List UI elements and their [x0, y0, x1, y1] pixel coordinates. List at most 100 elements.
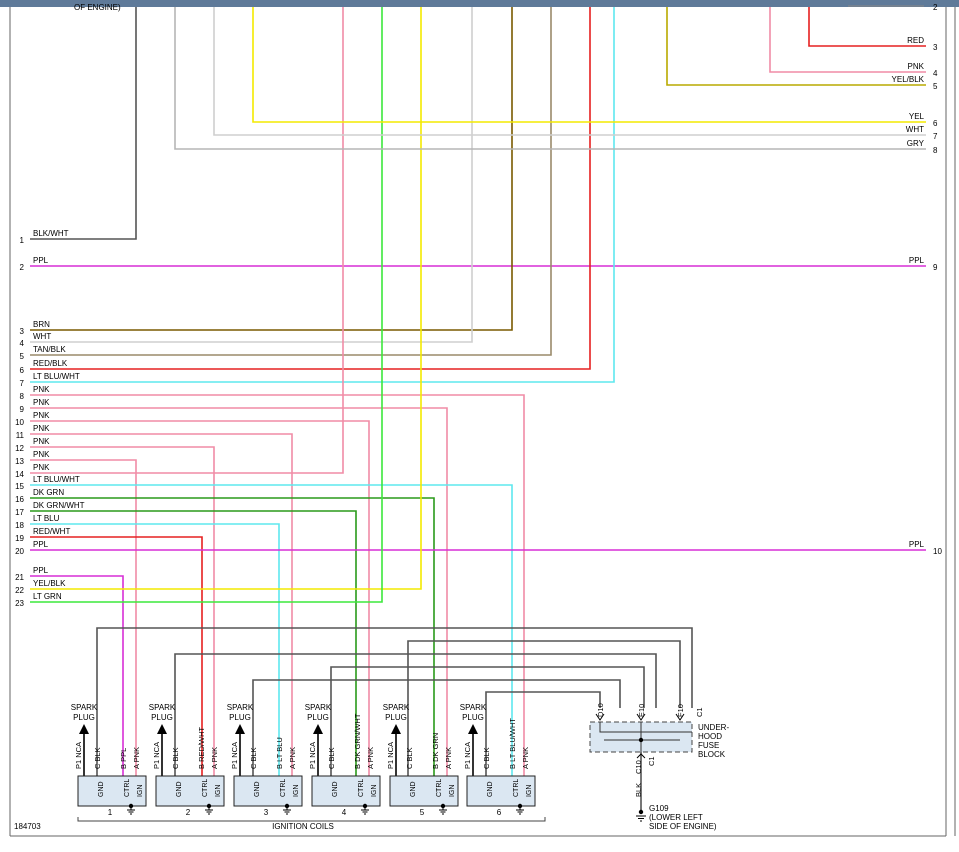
coil-pin-label: P1 NCA: [74, 742, 83, 769]
spark-plug-label: SPARK: [305, 703, 332, 712]
wire-pnk-pin11-coil3: [30, 433, 293, 780]
left-pin-wire-label: BRN: [33, 320, 50, 329]
left-pin-wire-label: PPL: [33, 256, 49, 265]
coil-number: 6: [497, 808, 502, 817]
coil-terminal-ctrl: CTRL: [202, 779, 209, 797]
spark-plug-label: SPARK: [460, 703, 487, 712]
right-pin-wire-label: RED: [907, 36, 924, 45]
wire-lt-grn-pin23: [30, 7, 383, 603]
ground-wire-label: BLK: [634, 783, 643, 797]
right-pin-number: 3: [933, 43, 938, 52]
wire-brn-pin3: [30, 7, 513, 331]
spark-plug-arrow-icon: [391, 724, 401, 734]
wire-pnk-right4: [769, 7, 926, 73]
fuse-pin-arrow-icon: [675, 713, 685, 721]
coil-pin-label: P1 NCA: [308, 742, 317, 769]
left-pin-number: 2: [20, 263, 25, 272]
coil-terminal-gnd: GND: [176, 781, 183, 797]
left-pin-number: 5: [20, 352, 25, 361]
right-pin-number: 6: [933, 119, 938, 128]
wire-yel-blk-pin22: [30, 7, 422, 590]
coil-terminal-gnd: GND: [487, 781, 494, 797]
coil-terminal-ign: IGN: [137, 785, 144, 797]
coil-pin-label: C BLK: [93, 747, 102, 769]
wire-lt-blu-wht-pin15-coil6: [30, 484, 513, 780]
coil-pin-label: C BLK: [327, 747, 336, 769]
spark-plug-label: SPARK: [71, 703, 98, 712]
wire-yel-blk-right5: [666, 7, 926, 86]
fuse-block-label: HOOD: [698, 732, 722, 741]
left-pin-wire-label: LT GRN: [33, 592, 62, 601]
coil-number: 3: [264, 808, 269, 817]
right-pin-wire-label: PPL: [909, 256, 925, 265]
left-pin-number: 18: [15, 521, 24, 530]
left-pin-wire-label: PNK: [33, 463, 50, 472]
figure-id: 184703: [14, 822, 41, 831]
wire-blk-gnd-coil5: [407, 640, 681, 780]
wire-dk-grn-pin16-coil5: [30, 497, 435, 780]
fuse-block-splice: [638, 737, 644, 743]
coil-pin-label: C BLK: [482, 747, 491, 769]
coil-pin-label: B LT BLU: [275, 737, 284, 769]
right-pin-number: 9: [933, 263, 938, 272]
left-pin-number: 7: [20, 379, 25, 388]
coil-pin-label: B DK GRN/WHT: [353, 713, 362, 769]
wire-ppl-pin21-coil1: [30, 575, 124, 780]
fuse-block-bus: [599, 722, 692, 733]
coils-group-bracket: [77, 817, 546, 822]
coil-body: [466, 775, 536, 807]
right-pin-number: 5: [933, 82, 938, 91]
spark-plug-arrow-icon: [79, 724, 89, 734]
coil-body: [233, 775, 303, 807]
wire-blk-gnd-coil6: [485, 691, 601, 780]
spark-plug-label: SPARK: [383, 703, 410, 712]
left-pin-number: 23: [15, 599, 24, 608]
left-pin-number: 16: [15, 495, 24, 504]
left-pin-wire-label: PNK: [33, 450, 50, 459]
coil-number: 4: [342, 808, 347, 817]
spark-plug-label: PLUG: [462, 713, 484, 722]
spark-plug-arrow-icon: [468, 724, 478, 734]
right-pin-wire-label: GRY: [907, 139, 925, 148]
left-pin-wire-label: LT BLU/WHT: [33, 475, 80, 484]
top-fragment-label: OF ENGINE): [74, 3, 121, 12]
left-pin-number: 10: [15, 418, 24, 427]
wire-blk-gnd-coil4: [330, 666, 645, 780]
wire-blk-wht-pin1: [30, 7, 137, 240]
coil-body: [155, 775, 225, 807]
coil-pin-label: B RED/WHT: [197, 727, 206, 770]
ground-location-label: (LOWER LEFT: [649, 813, 703, 822]
right-pin-number: 2: [933, 3, 938, 12]
left-pin-number: 17: [15, 508, 24, 517]
coil-terminal-ign: IGN: [371, 785, 378, 797]
spark-plug-label: PLUG: [151, 713, 173, 722]
coil-pin-label: A PNK: [521, 747, 530, 769]
coil-terminal-gnd: GND: [254, 781, 261, 797]
coil-terminal-ctrl: CTRL: [513, 779, 520, 797]
coil-pin-label: P1 NCA: [463, 742, 472, 769]
spark-plug-label: SPARK: [227, 703, 254, 712]
fuse-pin-label: E10: [637, 704, 646, 717]
left-pin-number: 20: [15, 547, 24, 556]
coil-terminal-ign: IGN: [526, 785, 533, 797]
left-pin-number: 12: [15, 444, 24, 453]
wire-blk-gnd-coil1: [96, 627, 693, 780]
ground-id-label: G109: [649, 804, 669, 813]
left-pin-number: 13: [15, 457, 24, 466]
left-pin-number: 15: [15, 482, 24, 491]
wire-pnk-pin14-up: [30, 7, 344, 474]
coil-body: [389, 775, 459, 807]
coil-terminal-gnd: GND: [410, 781, 417, 797]
coil-pin-label: A PNK: [444, 747, 453, 769]
fuse-block-label: UNDER-: [698, 723, 729, 732]
coil-terminal-ctrl: CTRL: [358, 779, 365, 797]
wire-gry-right8: [174, 7, 926, 150]
fuse-block-label: BLOCK: [698, 750, 726, 759]
coil-terminal-gnd: GND: [98, 781, 105, 797]
left-pin-number: 9: [20, 405, 25, 414]
coil-pin-label: B LT BLU/WHT: [508, 718, 517, 769]
fuse-bottom-arrow-icon: [636, 753, 646, 759]
